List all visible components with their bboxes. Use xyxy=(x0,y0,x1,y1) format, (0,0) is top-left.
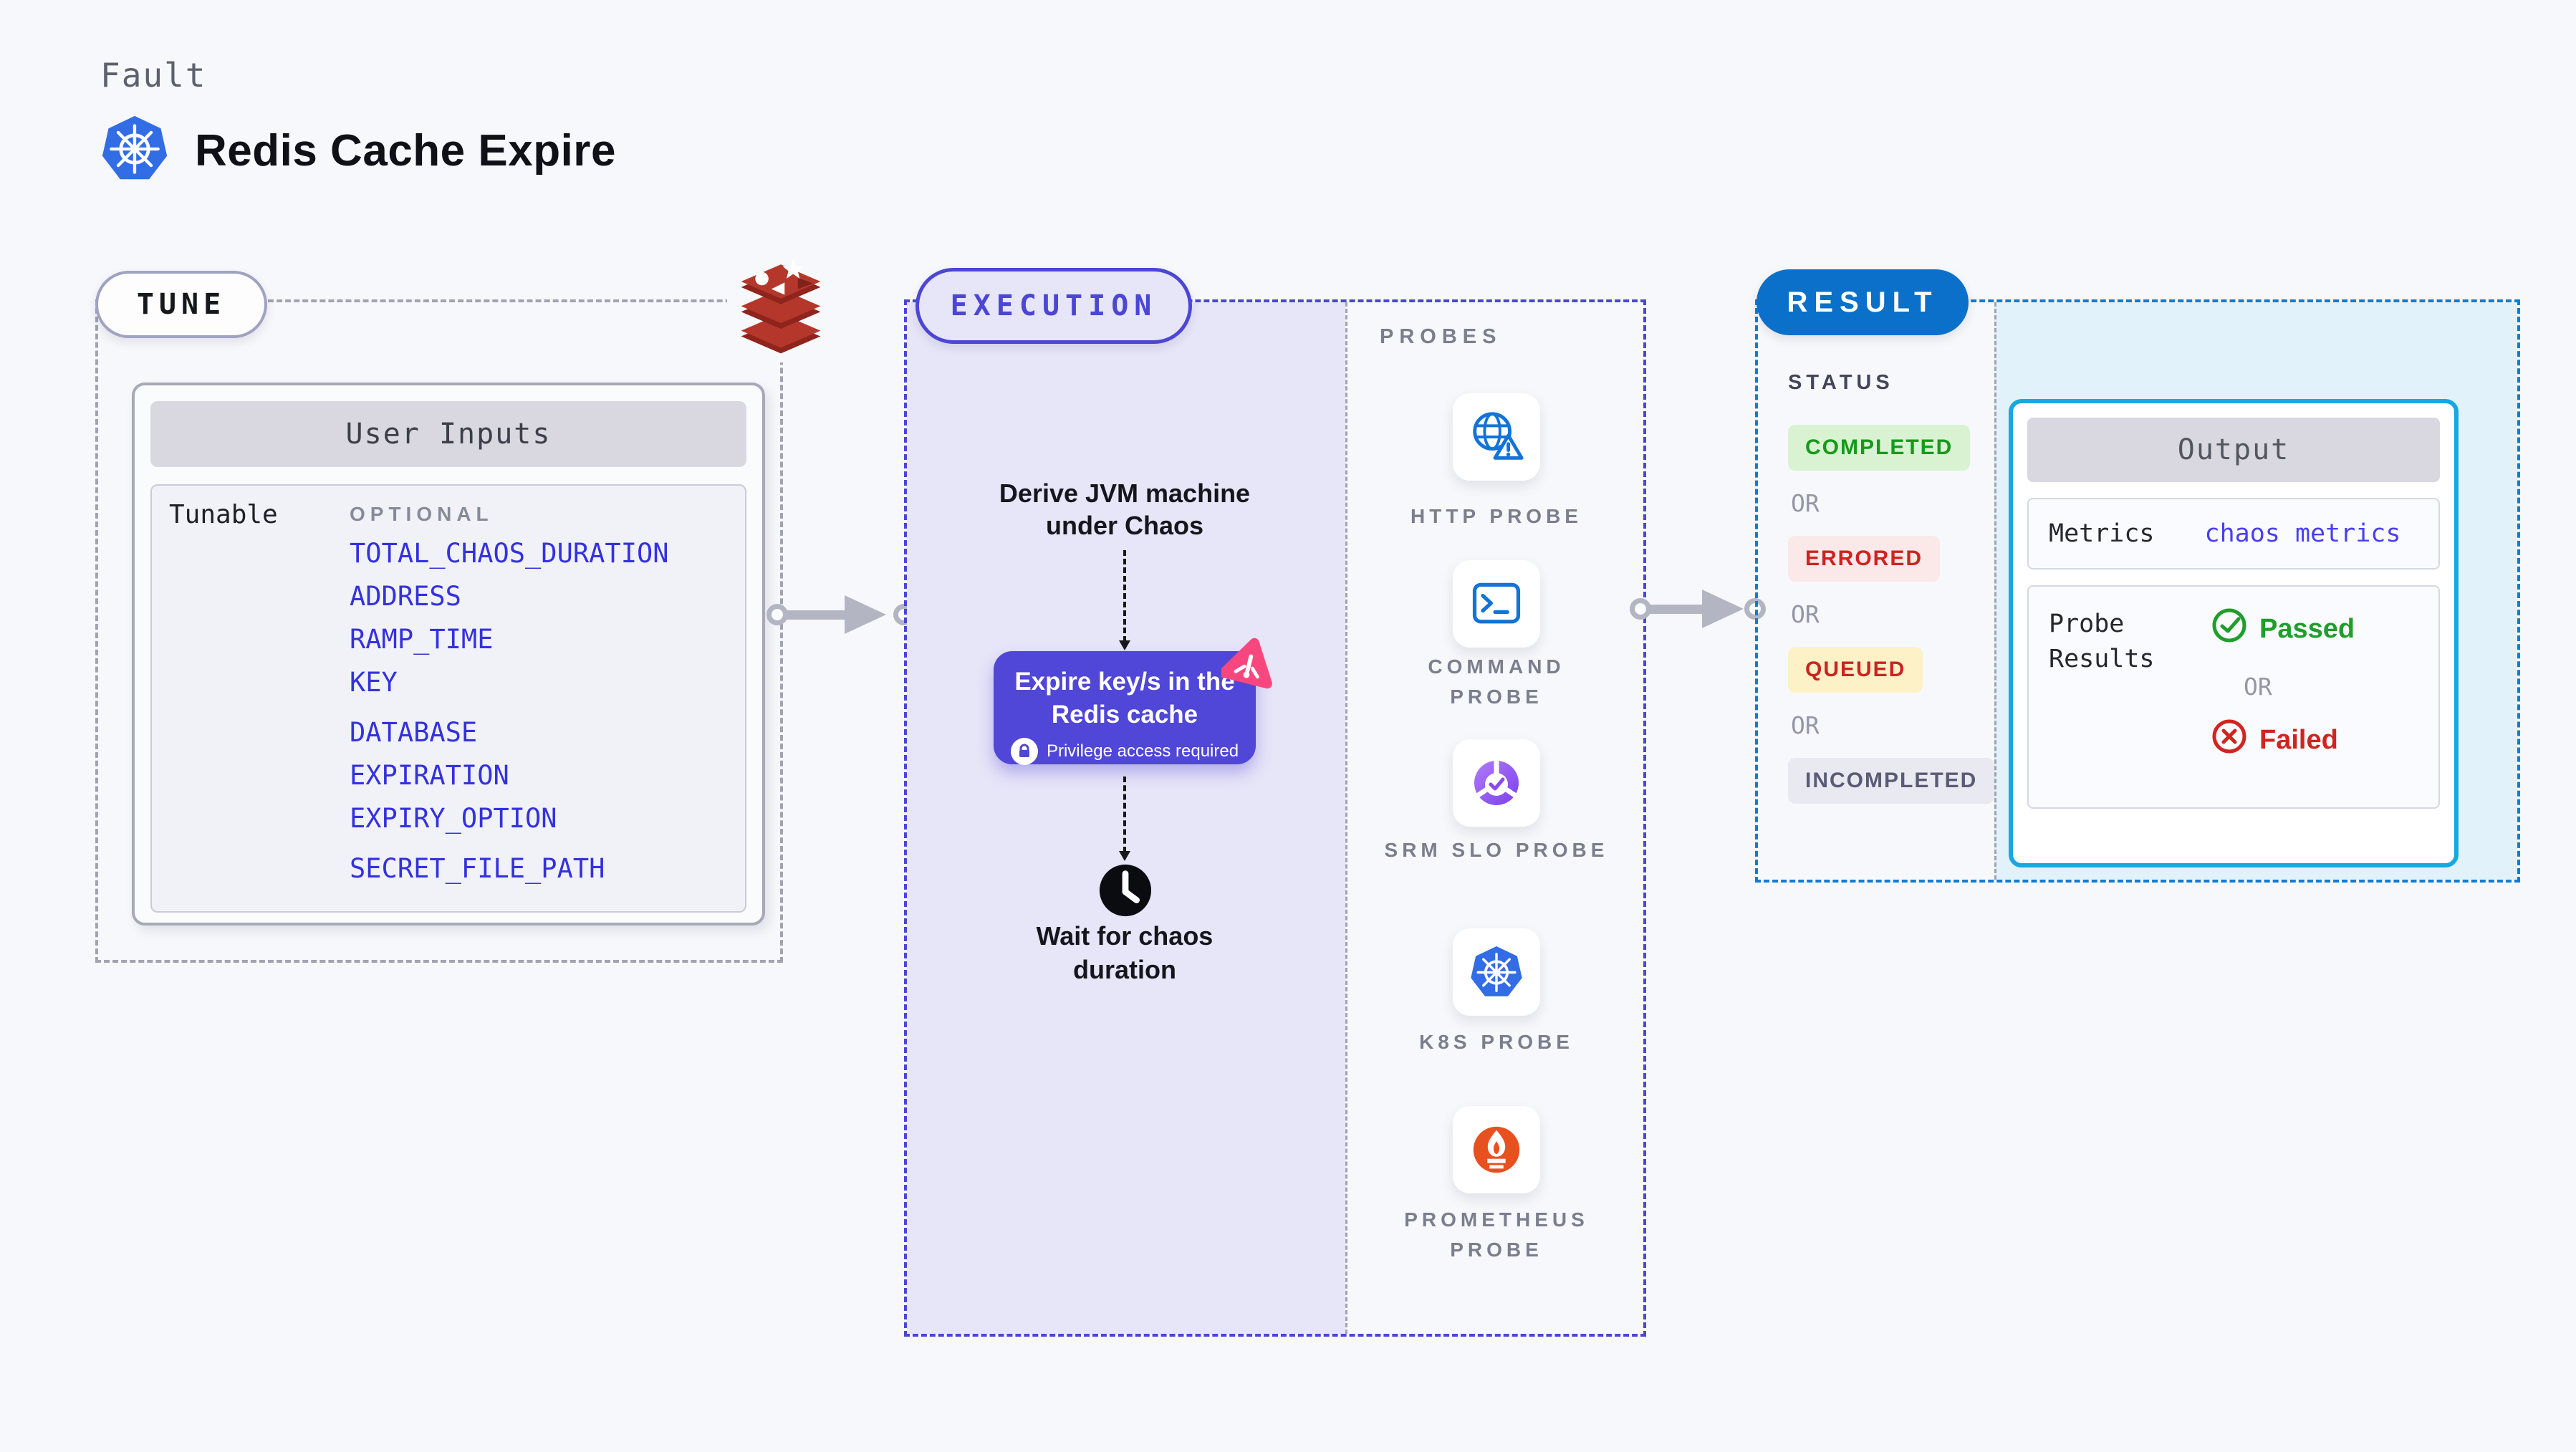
status-column: STATUS COMPLETED OR ERRORED OR QUEUED OR… xyxy=(1788,371,1995,804)
probe-label: SRM SLO PROBE xyxy=(1384,839,1609,861)
passed-text: Passed xyxy=(2259,613,2355,644)
probes-label: PROBES xyxy=(1380,325,1502,348)
tune-pill: TUNE xyxy=(95,271,267,338)
page-title: Redis Cache Expire xyxy=(195,126,616,176)
lock-icon xyxy=(1010,738,1038,765)
probe-results-label: Probe Results xyxy=(2049,610,2155,673)
output-title: Output xyxy=(2027,418,2440,482)
tunable-item[interactable]: DATABASE xyxy=(350,717,478,748)
tunable-label: Tunable xyxy=(169,500,278,529)
execution-panel-background xyxy=(907,302,1345,1334)
probe-label: HTTP PROBE xyxy=(1410,505,1582,527)
tunable-item[interactable]: SECRET_FILE_PATH xyxy=(350,853,605,884)
probes-divider xyxy=(1345,302,1347,1334)
status-badge: COMPLETED xyxy=(1788,425,1971,471)
check-circle-icon xyxy=(2211,607,2248,651)
title-row: Redis Cache Expire xyxy=(100,113,616,188)
or-separator: OR xyxy=(2244,673,2272,701)
globe-alert-icon xyxy=(1453,393,1540,481)
chaos-action-title: Expire key/s in the Redis cache xyxy=(1014,668,1235,729)
result-pill: RESULT xyxy=(1756,269,1969,335)
tunable-item[interactable]: ADDRESS xyxy=(350,581,461,612)
probe-results-row: Probe Results Passed OR xyxy=(2027,585,2440,809)
litmus-chaos-icon xyxy=(1219,635,1277,695)
flow-arrow-down-2 xyxy=(1119,777,1130,861)
status-badge: ERRORED xyxy=(1788,536,1941,582)
failed-outcome: Failed xyxy=(2211,718,2355,762)
status-divider xyxy=(1994,302,1996,880)
fault-eyebrow: Fault xyxy=(100,56,207,95)
kubernetes-icon xyxy=(100,113,169,188)
or-separator: OR xyxy=(1791,600,1820,628)
tunable-item[interactable]: RAMP_TIME xyxy=(350,624,494,655)
status-badge: INCOMPLETED xyxy=(1788,758,1995,804)
prometheus-icon xyxy=(1453,1106,1540,1193)
redis-icon xyxy=(727,248,835,362)
tunable-item[interactable]: TOTAL_CHAOS_DURATION xyxy=(350,538,669,569)
passed-outcome: Passed xyxy=(2211,607,2355,651)
x-circle-icon xyxy=(2211,718,2248,762)
flow-arrow-down-1 xyxy=(1119,550,1130,650)
privilege-badge: Privilege access required xyxy=(994,738,1256,765)
tune-section: TUNE User Inputs Tun xyxy=(95,248,835,963)
optional-label: OPTIONAL xyxy=(350,503,494,525)
status-badge: QUEUED xyxy=(1788,647,1923,693)
tunable-item[interactable]: KEY xyxy=(350,667,398,698)
or-separator: OR xyxy=(1791,489,1820,517)
probe-label: K8S PROBE xyxy=(1419,1031,1574,1053)
execution-to-result-arrow xyxy=(1629,589,1772,629)
privilege-badge-text: Privilege access required xyxy=(1046,741,1239,761)
failed-text: Failed xyxy=(2259,724,2338,755)
metrics-value[interactable]: chaos metrics xyxy=(2204,519,2401,548)
execution-pill: EXECUTION xyxy=(915,268,1192,344)
tunable-item[interactable]: EXPIRATION xyxy=(350,760,509,791)
chaos-action-card: Expire key/s in the Redis cache Privileg… xyxy=(994,638,1272,765)
wait-step-label: Wait for chaos duration xyxy=(1036,921,1213,984)
status-label: STATUS xyxy=(1788,371,1894,394)
tunable-list: TOTAL_CHAOS_DURATION ADDRESS RAMP_TIME K… xyxy=(350,536,669,894)
probe-label: PROMETHEUS PROBE xyxy=(1404,1208,1589,1261)
or-separator: OR xyxy=(1791,711,1820,739)
clock-icon xyxy=(1097,862,1153,922)
user-inputs-title: User Inputs xyxy=(150,401,746,467)
output-card: Output Metrics chaos metrics Probe Resul… xyxy=(2009,399,2459,867)
metrics-label: Metrics xyxy=(2049,519,2155,548)
result-section: RESULT STATUS COMPLETED OR ERRORED OR QU… xyxy=(1755,269,2520,883)
user-inputs-panel: Tunable OPTIONAL TOTAL_CHAOS_DURATION AD… xyxy=(150,484,746,913)
kubernetes-icon xyxy=(1453,928,1540,1016)
probe-outcomes: Passed OR Failed xyxy=(2211,607,2355,787)
probe-label: COMMAND PROBE xyxy=(1428,655,1565,708)
slo-gauge-icon xyxy=(1453,739,1540,827)
user-inputs-card: User Inputs Tunable OPTIONAL TOTAL_CHAOS… xyxy=(132,383,765,925)
derive-step-label: Derive JVM machine under Chaos xyxy=(999,479,1251,540)
tune-to-execution-arrow xyxy=(766,595,916,635)
metrics-row: Metrics chaos metrics xyxy=(2027,498,2440,569)
execution-section: EXECUTION Derive JVM machine under Chaos xyxy=(904,268,1646,1337)
tunable-item[interactable]: EXPIRY_OPTION xyxy=(350,803,557,834)
terminal-icon xyxy=(1453,560,1540,648)
